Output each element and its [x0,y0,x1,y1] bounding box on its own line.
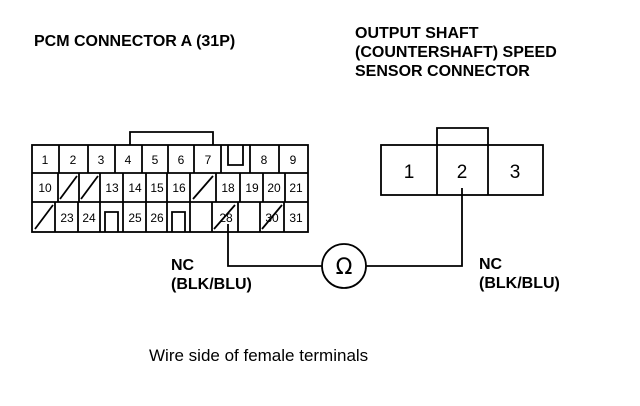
right-wire-color: (BLK/BLU) [479,275,560,292]
pcm-connector-latch [129,131,214,145]
sensor-pin-label: 3 [510,162,521,183]
left-wire [227,224,322,267]
sensor-title-line-1: OUTPUT SHAFT [355,25,479,42]
pin-label: 31 [289,211,303,225]
sensor-title-line-2: (COUNTERSHAFT) SPEED [355,44,557,61]
pin-label: 5 [152,153,159,167]
sensor-connector-title: OUTPUT SHAFT (COUNTERSHAFT) SPEED SENSOR… [355,24,557,81]
pin-label: 10 [38,181,52,195]
pin-label: 28 [219,211,233,225]
pin-label: 3 [98,153,105,167]
pin-label: 2 [70,153,77,167]
pin-label: 6 [178,153,185,167]
sensor-title-line-3: SENSOR CONNECTOR [355,63,530,80]
pin-label: 25 [128,211,142,225]
pin-label: 30 [265,211,279,225]
sensor-pin-label: 1 [404,162,415,183]
ohm-icon: Ω [336,255,353,280]
pin-label: 18 [221,181,235,195]
pin-label: 16 [172,181,186,195]
pin-label: 9 [290,153,297,167]
sensor-connector-latch [436,127,489,145]
pin-label: 14 [128,181,142,195]
pin-label: 8 [261,153,268,167]
pin-label: 13 [105,181,119,195]
right-wire-label: NC (BLK/BLU) [479,255,560,293]
left-wire-label: NC (BLK/BLU) [171,256,252,294]
pin-label: 20 [267,181,281,195]
pin-label: 23 [60,211,74,225]
pin-label: 24 [82,211,96,225]
pcm-connector-body [31,144,309,233]
pin-label: 26 [150,211,164,225]
pin-label: 1 [42,153,49,167]
right-wire [366,188,463,267]
pin-label: 19 [245,181,259,195]
left-wire-color: (BLK/BLU) [171,276,252,293]
pin-label: 21 [289,181,303,195]
pcm-connector-title: PCM CONNECTOR A (31P) [34,33,236,50]
left-wire-state: NC [171,257,195,274]
ohmmeter-symbol [321,243,367,289]
diagram-caption: Wire side of female terminals [149,346,369,365]
pin-label: 4 [125,153,132,167]
right-wire-state: NC [479,256,503,273]
sensor-pin-label: 2 [457,162,468,183]
pin-label: 15 [150,181,164,195]
pin-label: 7 [205,153,212,167]
